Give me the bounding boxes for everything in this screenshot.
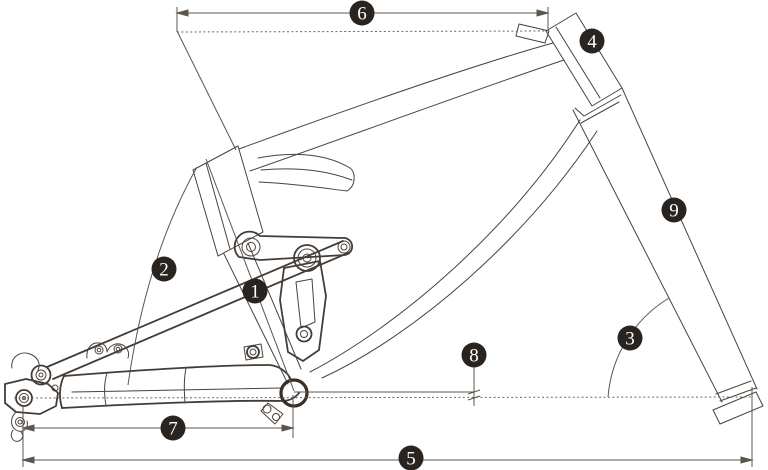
callout-4-circle [579, 28, 605, 54]
callout-8: 8 [461, 342, 487, 368]
callout-3-circle [617, 325, 643, 351]
callout-9: 9 [661, 197, 687, 223]
callout-4-label: 4 [587, 32, 597, 53]
callout-4: 4 [579, 28, 605, 54]
callout-6: 6 [349, 0, 375, 26]
callout-2: 2 [151, 256, 177, 282]
callout-8-label: 8 [469, 346, 479, 367]
seatstay [46, 240, 349, 380]
seat-tube [192, 145, 355, 385]
fork-dropout [712, 391, 764, 425]
frame-drawing [4, 12, 764, 442]
rocker-link [233, 230, 353, 261]
callout-2-circle [151, 256, 177, 282]
axle-reference-line [13, 396, 754, 399]
fork [572, 87, 764, 425]
dimension-bb-drop [294, 367, 481, 406]
callout-2-label: 2 [159, 260, 169, 281]
callout-9-label: 9 [669, 201, 679, 222]
callout-5-label: 5 [406, 449, 416, 470]
dimension-chainstay [21, 395, 295, 467]
callout-9-circle [661, 197, 687, 223]
callout-6-label: 6 [357, 4, 367, 25]
swingarm-strut [279, 260, 327, 362]
callouts: 1 2 3 4 5 6 7 8 [151, 0, 687, 470]
callout-7-circle [160, 415, 186, 441]
dimension-seat-tube [205, 158, 295, 392]
bottom-bracket [260, 378, 309, 425]
down-tube [309, 119, 598, 379]
callout-3-label: 3 [625, 329, 635, 350]
chainstay [59, 343, 300, 409]
head-tube [515, 12, 623, 124]
dimension-head-angle-arc [607, 297, 670, 398]
callout-5: 5 [398, 445, 424, 470]
callout-7: 7 [160, 415, 186, 441]
callout-1-label: 1 [250, 282, 260, 303]
top-tube [238, 42, 565, 172]
callout-8-circle [461, 342, 487, 368]
dimension-annotations [13, 7, 754, 467]
callout-5-circle [398, 445, 424, 470]
callout-6-circle [349, 0, 375, 26]
callout-7-label: 7 [168, 419, 178, 440]
dimension-wheelbase [21, 387, 754, 467]
callout-1-circle [242, 278, 268, 304]
callout-1: 1 [242, 278, 268, 304]
callout-3: 3 [617, 325, 643, 351]
dimension-top-tube [175, 7, 550, 151]
